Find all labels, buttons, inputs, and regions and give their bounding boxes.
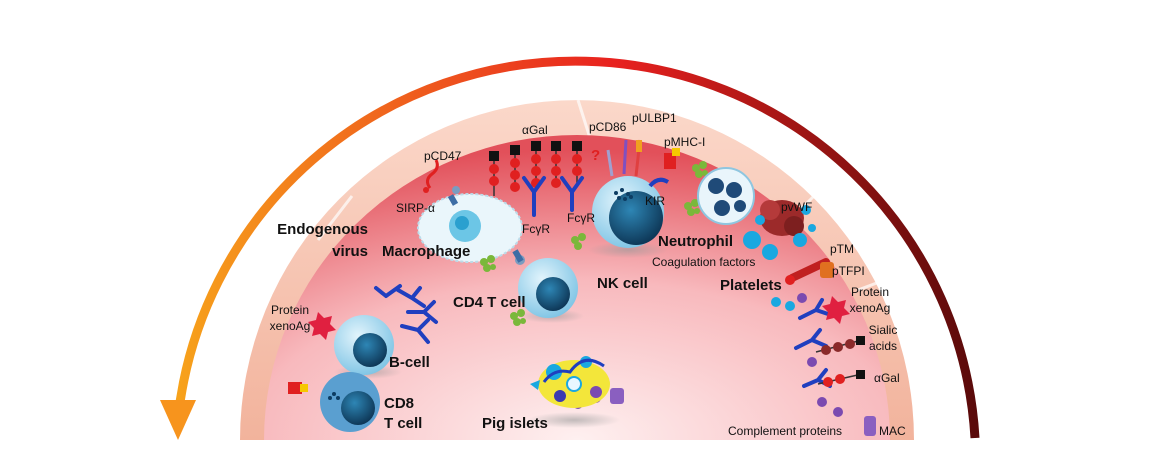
platelets-label: Platelets [720, 277, 782, 294]
pcd47-icon [425, 159, 439, 189]
nk-cell-label: NK cell [597, 275, 648, 292]
ptfpi-label: pTFPI [832, 264, 865, 278]
sirp-alpha-label: SIRP-α [396, 201, 435, 215]
cd4-t-cell [518, 258, 584, 323]
antibody-icons [374, 176, 832, 388]
pmhc-molecule [664, 148, 680, 169]
pig-islets-label: Pig islets [482, 415, 548, 432]
complement-icons [573, 293, 843, 417]
pig-islets [528, 356, 624, 428]
complement-proteins-label: Complement proteins [728, 424, 842, 438]
pulbp1-label: pULBP1 [632, 111, 677, 125]
arrowhead-icon [160, 400, 196, 440]
pmhc1-label: pMHC-I [664, 135, 705, 149]
neutrophil-label: Neutrophil [658, 233, 733, 250]
neutrophil-cell [697, 167, 755, 225]
cascade-arrow [160, 56, 980, 440]
question-mark-label: ? [591, 147, 600, 164]
ptm-label: pTM [830, 242, 854, 256]
xenoag-star-icon [822, 296, 850, 324]
mac-pore-icon [864, 416, 876, 436]
macrophage-label: Macrophage [382, 243, 470, 260]
pvwf-label: pvWF [781, 200, 812, 214]
cytokine-icons [480, 161, 708, 326]
coagulation-factors-label: Coagulation factors [652, 255, 755, 269]
nk-cell [588, 139, 670, 258]
cd8-t-cell [288, 372, 380, 432]
macrophage-cell [417, 186, 525, 265]
kir-label: KIR [645, 194, 665, 208]
b-cell-label: B-cell [389, 354, 430, 371]
diagram-labels: αGal pCD47 pCD86 pULBP1 pMHC-I ? SIRP-α … [270, 111, 906, 438]
pcd86-label: pCD86 [589, 120, 627, 134]
pcd47-label: pCD47 [424, 149, 462, 163]
right-glycan-chains [815, 336, 865, 387]
fcgr-label-1: FcγR [522, 222, 550, 236]
platelet-cluster [743, 200, 816, 311]
xenoag-star-icon [308, 312, 336, 340]
fcgr-label-2: FcγR [567, 211, 595, 225]
alpha-gal-top-label: αGal [522, 123, 548, 137]
alpha-gal-chains [489, 141, 582, 196]
alpha-gal-right-label: αGal [874, 371, 900, 385]
cd4-t-cell-label: CD4 T cell [453, 294, 526, 311]
ptm-ptfpi [785, 258, 834, 285]
mac-label: MAC [879, 424, 906, 438]
